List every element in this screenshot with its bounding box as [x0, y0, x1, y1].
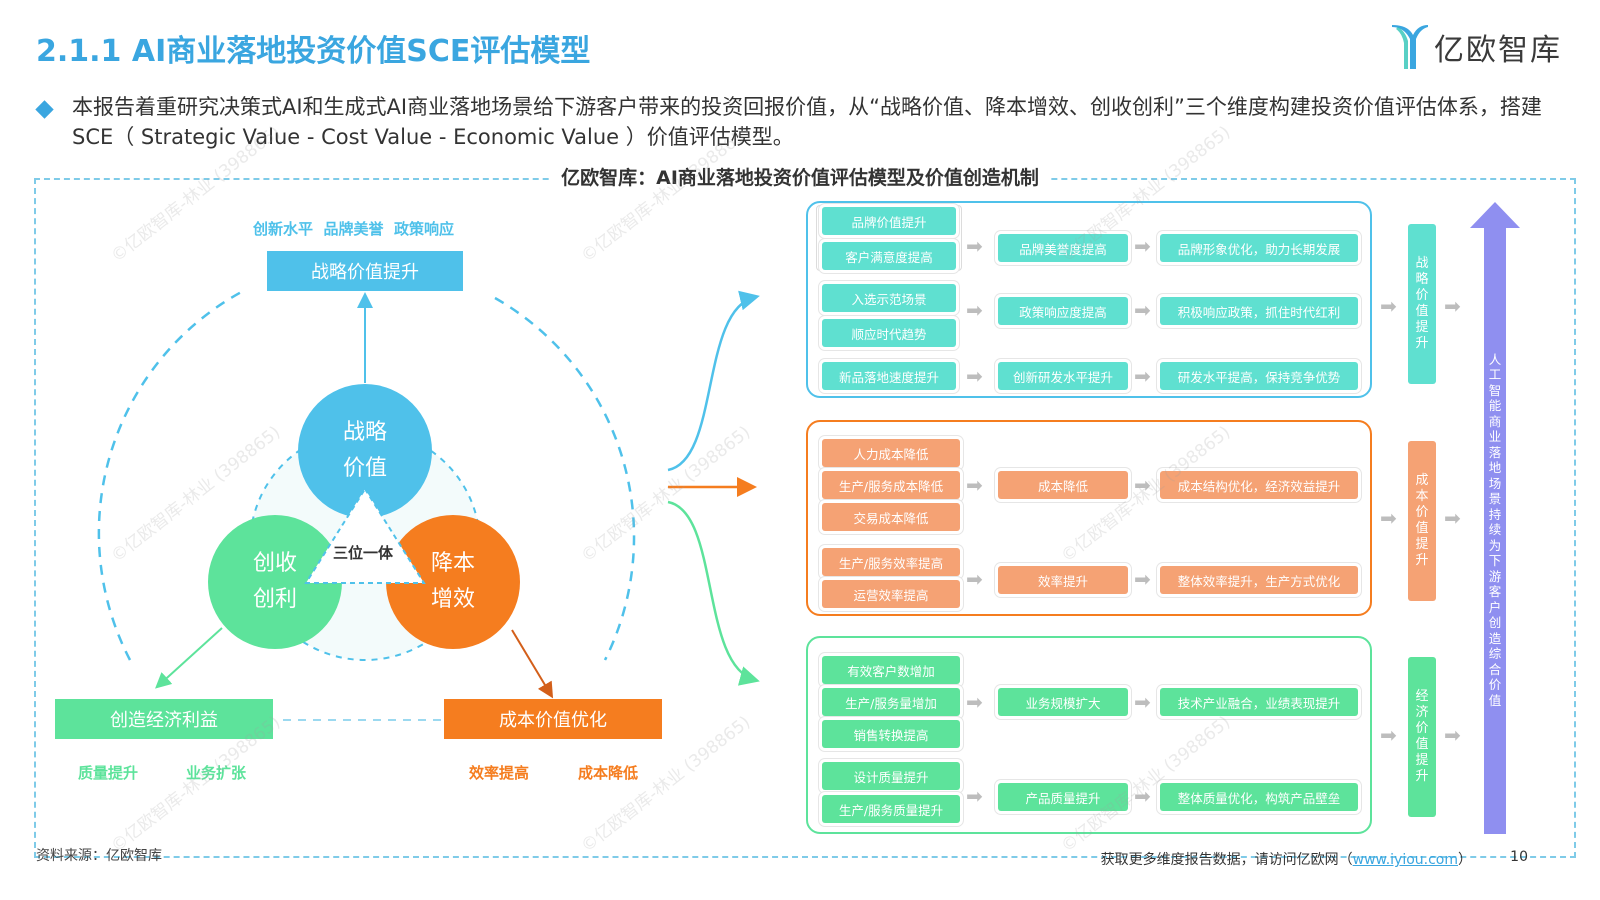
middle-brand-reputation: 品牌美誉度提高: [998, 234, 1128, 262]
arrow-right-icon: ➡: [1380, 723, 1397, 747]
arrow-right-icon: ➡: [1444, 506, 1461, 530]
result-tech-industry: 技术产业融合，业绩表现提升: [1160, 688, 1358, 716]
keyword-innovation: 创新水平: [253, 220, 314, 238]
arrow-right-icon: ➡: [1134, 567, 1151, 591]
arrow-right-icon: ➡: [966, 298, 983, 322]
strategic-panel: [806, 201, 1372, 398]
brand-logo: 亿欧智库: [1390, 22, 1562, 72]
input-production-efficiency: 生产/服务效率提高: [822, 548, 960, 576]
arrow-right-icon: ➡: [966, 473, 983, 497]
input-brand-value: 品牌价值提升: [822, 207, 956, 235]
intro-paragraph: 本报告着重研究决策式AI和生成式AI商业落地场景给下游客户带来的投资回报价值，从…: [72, 95, 1542, 149]
middle-business-scale: 业务规模扩大: [998, 688, 1128, 716]
big-up-arrow-icon: [1470, 202, 1520, 834]
input-labor-cost: 人力成本降低: [822, 439, 960, 467]
middle-efficiency: 效率提升: [998, 566, 1128, 594]
keyword-efficiency: 效率提高: [469, 764, 530, 782]
cost-value-label: 成本价值提升: [1408, 441, 1436, 601]
input-demo-scene: 入选示范场景: [822, 284, 956, 312]
input-valid-customers: 有效客户数增加: [822, 656, 960, 684]
strategic-group-1-inputs: [816, 205, 962, 271]
arrow-right-icon: ➡: [1134, 298, 1151, 322]
arrow-right-icon: ➡: [1134, 690, 1151, 714]
input-new-product-speed: 新品落地速度提升: [822, 362, 956, 390]
keyword-expansion: 业务扩张: [186, 764, 247, 782]
keyword-quality: 质量提升: [78, 764, 139, 782]
top-keywords: 创新水平 品牌美誉 政策响应: [253, 218, 454, 239]
input-transaction-cost: 交易成本降低: [822, 503, 960, 531]
arrow-right-icon: ➡: [1134, 473, 1151, 497]
keyword-brand: 品牌美誉: [323, 220, 384, 238]
arrow-right-icon: ➡: [1134, 234, 1151, 258]
footer-cta-text: 获取更多维度报告数据，请访问亿欧网（: [1100, 852, 1353, 868]
logo-text: 亿欧智库: [1434, 33, 1562, 68]
keyword-cost-reduction: 成本降低: [578, 764, 639, 782]
result-product-barrier: 整体质量优化，构筑产品壁垒: [1160, 783, 1358, 811]
input-production-quality: 生产/服务质量提升: [822, 795, 960, 823]
economic-value-label: 经济价值提升: [1408, 657, 1436, 817]
input-sales-conversion: 销售转换提高: [822, 720, 960, 748]
arrow-right-icon: ➡: [966, 784, 983, 808]
economic-panel: [806, 636, 1372, 834]
page-number: 10: [1510, 849, 1528, 865]
arrow-right-icon: ➡: [966, 690, 983, 714]
arrow-right-icon: ➡: [1380, 294, 1397, 318]
footer-cta: 获取更多维度报告数据，请访问亿欧网（www.iyiou.com）: [1101, 849, 1472, 869]
arrow-right-icon: ➡: [1444, 723, 1461, 747]
result-policy-dividend: 积极响应政策，抓住时代红利: [1160, 297, 1358, 325]
strategic-value-box: 战略价值提升: [267, 251, 463, 291]
result-brand-image: 品牌形象优化，助力长期发展: [1160, 234, 1358, 262]
middle-innovation-rd: 创新研发水平提升: [998, 362, 1128, 390]
arrow-right-icon: ➡: [1444, 294, 1461, 318]
arrow-right-icon: ➡: [966, 234, 983, 258]
source-note: 资料来源：亿欧智库: [36, 848, 162, 864]
keyword-policy: 政策响应: [393, 220, 454, 238]
center-triangle: [304, 487, 426, 584]
arrow-right-icon: ➡: [1134, 784, 1151, 808]
input-production-cost: 生产/服务成本降低: [822, 471, 960, 499]
footer-cta-suffix: ）: [1458, 852, 1472, 868]
page-title: 2.1.1 AI商业落地投资价值SCE评估模型: [36, 34, 591, 69]
arrow-right-icon: ➡: [1380, 506, 1397, 530]
arrow-right-icon: ➡: [1134, 364, 1151, 388]
middle-cost-reduction: 成本降低: [998, 471, 1128, 499]
arrow-right-icon: ➡: [966, 567, 983, 591]
input-design-quality: 设计质量提升: [822, 762, 960, 790]
result-overall-efficiency: 整体效率提升，生产方式优化: [1160, 566, 1358, 594]
diagram-title: 亿欧智库：AI商业落地投资价值评估模型及价值创造机制: [440, 163, 1160, 190]
arrow-right-icon: ➡: [966, 364, 983, 388]
result-competitive-edge: 研发水平提高，保持竞争优势: [1160, 362, 1358, 390]
cost-panel: [806, 420, 1372, 616]
center-label: 三位一体: [332, 544, 393, 562]
final-value-label: 人工智能商业落地场景持续为下游客户创造综合价值: [1488, 351, 1502, 708]
result-cost-structure: 成本结构优化，经济效益提升: [1160, 471, 1358, 499]
input-follow-trend: 顺应时代趋势: [822, 319, 956, 347]
input-production-volume: 生产/服务量增加: [822, 688, 960, 716]
middle-product-quality: 产品质量提升: [998, 783, 1128, 811]
input-customer-satisfaction: 客户满意度提高: [822, 242, 956, 270]
iyiou-link[interactable]: www.iyiou.com: [1352, 852, 1458, 868]
economic-benefit-box: 创造经济利益: [55, 699, 273, 739]
input-operation-efficiency: 运营效率提高: [822, 580, 960, 608]
strategic-value-label: 战略价值提升: [1408, 224, 1436, 384]
middle-policy-response: 政策响应度提高: [998, 297, 1128, 325]
cost-optimization-box: 成本价值优化: [444, 699, 662, 739]
logo-mark-icon: [1392, 25, 1428, 69]
